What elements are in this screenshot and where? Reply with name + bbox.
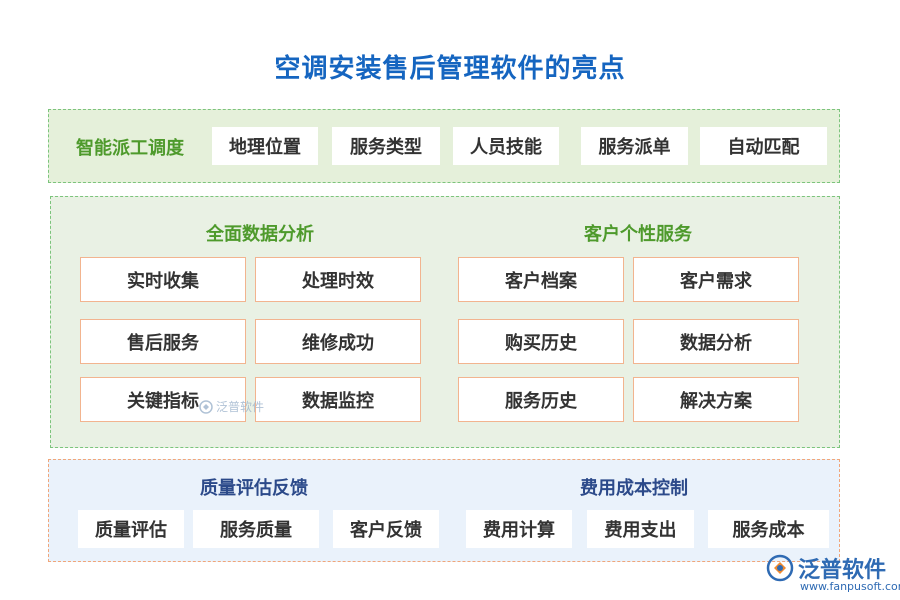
brand-name: 泛普软件 <box>798 558 887 583</box>
left-heading: 质量评估反馈 <box>200 478 308 499</box>
item-box: 服务质量 <box>193 510 319 548</box>
watermark-logo-icon <box>199 399 213 414</box>
section-heading: 智能派工调度 <box>76 138 184 159</box>
item-box: 服务成本 <box>708 510 829 548</box>
item-box: 实时收集 <box>80 257 246 302</box>
item-box: 服务类型 <box>332 127 440 165</box>
brand-logo-icon <box>766 554 794 582</box>
item-box: 维修成功 <box>255 319 421 364</box>
watermark-text: 泛普软件 <box>216 400 265 414</box>
item-box: 处理时效 <box>255 257 421 302</box>
item-box: 客户反馈 <box>333 510 439 548</box>
item-box: 质量评估 <box>78 510 184 548</box>
left-heading: 全面数据分析 <box>206 224 314 245</box>
item-box: 费用支出 <box>587 510 694 548</box>
item-box: 售后服务 <box>80 319 246 364</box>
right-heading: 费用成本控制 <box>580 478 688 499</box>
item-box: 客户档案 <box>458 257 624 302</box>
brand-logo: 泛普软件 <box>766 552 886 584</box>
item-box: 购买历史 <box>458 319 624 364</box>
item-box: 数据分析 <box>633 319 799 364</box>
item-box: 地理位置 <box>212 127 318 165</box>
item-box: 人员技能 <box>453 127 559 165</box>
item-box: 费用计算 <box>466 510 572 548</box>
item-box: 关键指标 <box>80 377 246 422</box>
item-box: 服务历史 <box>458 377 624 422</box>
section-analysis-service: 全面数据分析 客户个性服务 实时收集 处理时效 售后服务 维修成功 关键指标 数… <box>50 196 840 448</box>
brand-url: www.fanpusoft.com <box>800 580 900 593</box>
item-box: 解决方案 <box>633 377 799 422</box>
item-box: 数据监控 <box>255 377 421 422</box>
right-heading: 客户个性服务 <box>584 224 692 245</box>
section-smart-dispatch: 智能派工调度 地理位置 服务类型 人员技能 服务派单 自动匹配 <box>48 109 840 183</box>
section-quality-cost: 质量评估反馈 费用成本控制 质量评估 服务质量 客户反馈 费用计算 费用支出 服… <box>48 459 840 562</box>
item-box: 客户需求 <box>633 257 799 302</box>
item-box: 服务派单 <box>581 127 688 165</box>
page-title: 空调安装售后管理软件的亮点 <box>274 54 626 84</box>
item-box: 自动匹配 <box>700 127 827 165</box>
watermark: 泛普软件 <box>199 398 264 415</box>
